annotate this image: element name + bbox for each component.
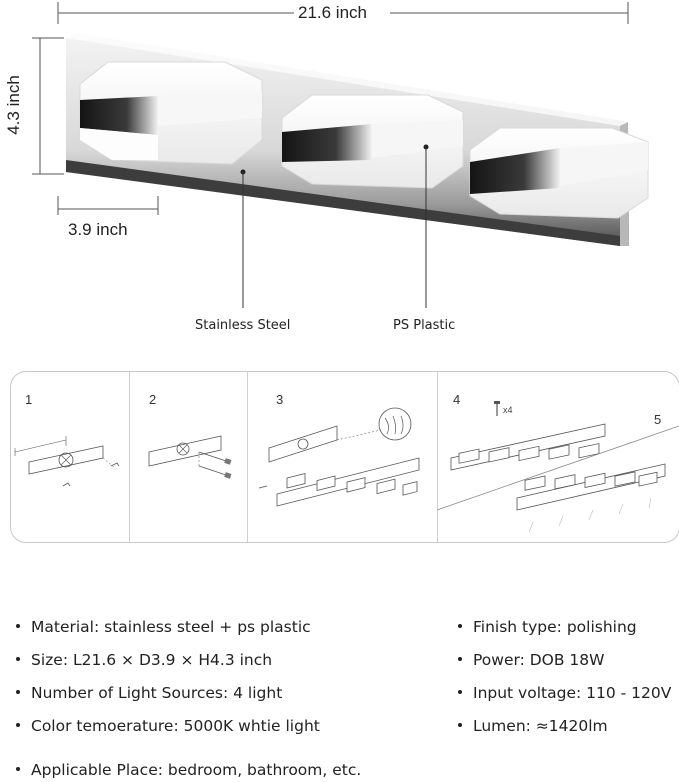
spec-item-light-sources: Number of Light Sources: 4 light	[16, 684, 282, 702]
height-dimension-line	[32, 37, 64, 175]
step-number-2: 2	[149, 392, 157, 407]
spec-item-lumen: Lumen: ≈1420lm	[458, 717, 608, 735]
width-label: 21.6 inch	[294, 3, 371, 23]
spec-text: Color temoerature: 5000K whtie light	[31, 717, 320, 735]
light-shade-1	[79, 61, 263, 165]
step-2-screws-drawing	[148, 435, 232, 479]
installation-steps-panel: 1 2 3 4 5	[10, 371, 679, 543]
spec-item-voltage: Input voltage: 110 - 120V	[458, 684, 671, 702]
callout-line-stainless	[240, 169, 246, 308]
bullet	[458, 689, 462, 694]
bullet	[16, 656, 20, 661]
spec-text: Input voltage: 110 - 120V	[473, 684, 672, 702]
depth-label: 3.9 inch	[68, 220, 128, 239]
spec-item-finish: Finish type: polishing	[458, 618, 637, 636]
screw-count-label: x4	[503, 405, 513, 415]
light-shade-3	[469, 127, 649, 219]
step-number-1: 1	[25, 392, 33, 407]
ps-plastic-label: PS Plastic	[393, 318, 456, 333]
screw-icon	[494, 401, 500, 416]
bullet	[458, 656, 462, 661]
bullet	[16, 689, 20, 694]
bullet	[458, 623, 462, 628]
spec-text: Finish type: polishing	[473, 618, 637, 636]
step-number-3: 3	[276, 392, 284, 407]
depth-dimension-line	[57, 196, 159, 215]
spec-item-applicable-place: Applicable Place: bedroom, bathroom, etc…	[16, 761, 361, 779]
step-1-mounting-plate-drawing	[14, 436, 120, 487]
step-divider	[247, 372, 248, 542]
spec-text: Size: L21.6 × D3.9 × H4.3 inch	[31, 651, 273, 669]
bullet	[458, 722, 462, 727]
spec-item-color-temperature: Color temoerature: 5000K whtie light	[16, 717, 320, 735]
product-illustration	[32, 2, 649, 308]
step-number-4: 4	[453, 392, 461, 407]
callout-line-plastic	[423, 144, 429, 308]
bullet	[16, 766, 20, 771]
step-4-5-mounting-drawing	[437, 401, 679, 533]
spec-text: Power: DOB 18W	[473, 651, 605, 669]
step-3-wiring-drawing	[258, 407, 420, 507]
bullet	[16, 623, 20, 628]
step-divider	[437, 372, 438, 542]
step-number-5: 5	[654, 412, 662, 427]
spec-text: Material: stainless steel + ps plastic	[31, 618, 311, 636]
height-label: 4.3 inch	[3, 75, 23, 135]
step-divider	[129, 372, 130, 542]
spec-item-size: Size: L21.6 × D3.9 × H4.3 inch	[16, 651, 272, 669]
spec-text: Number of Light Sources: 4 light	[31, 684, 283, 702]
spec-item-power: Power: DOB 18W	[458, 651, 605, 669]
bullet	[16, 722, 20, 727]
light-shade-2	[281, 94, 464, 189]
spec-text: Applicable Place: bedroom, bathroom, etc…	[31, 761, 362, 779]
width-dimension-line	[57, 2, 629, 24]
spec-text: Lumen: ≈1420lm	[473, 717, 608, 735]
spec-item-material: Material: stainless steel + ps plastic	[16, 618, 311, 636]
stainless-steel-label: Stainless Steel	[195, 318, 291, 333]
